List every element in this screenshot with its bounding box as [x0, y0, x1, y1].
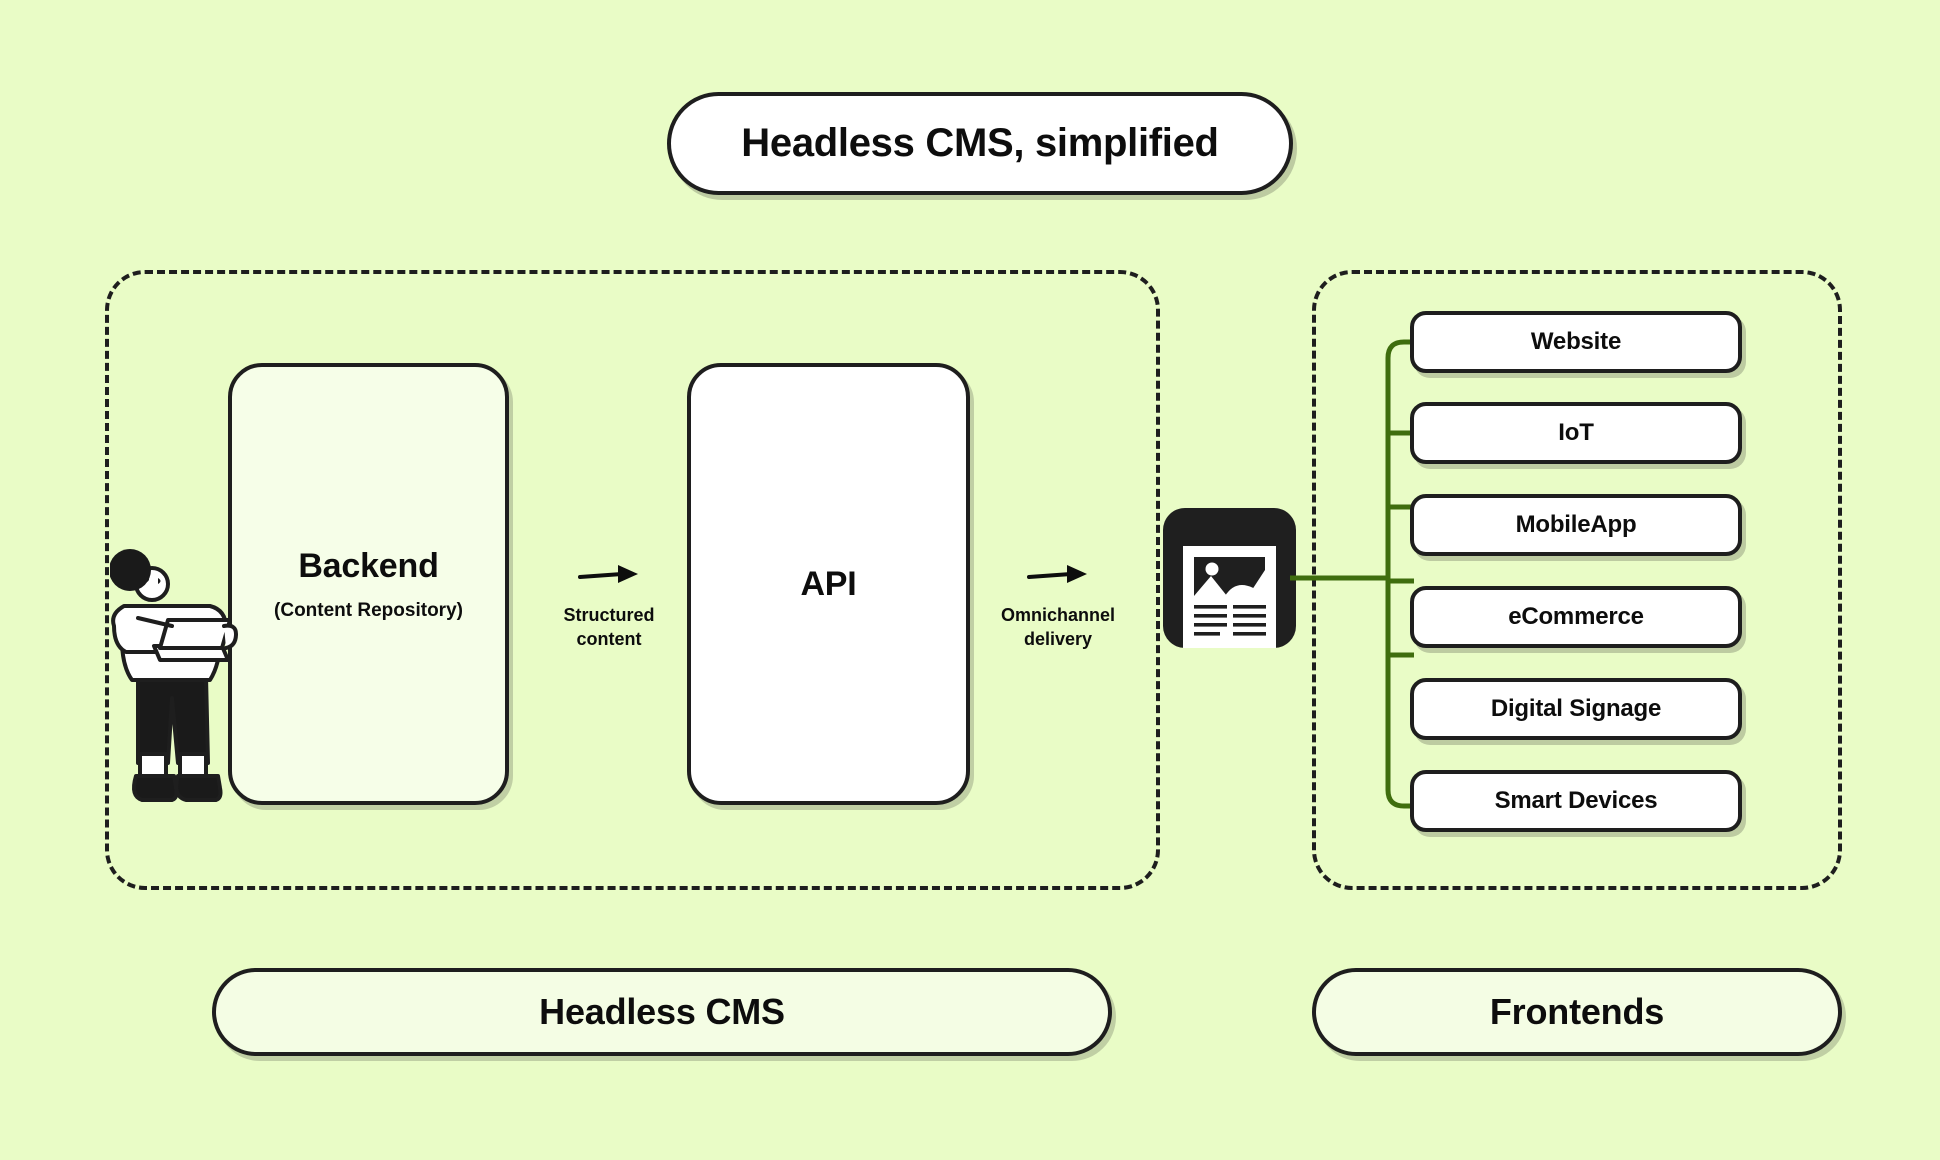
flow-omnichannel-delivery: Omnichannel delivery — [968, 563, 1148, 652]
backend-card-subtitle: (Content Repository) — [274, 599, 463, 621]
flow-structured-content: Structured content — [534, 563, 684, 652]
frontend-item-label: eCommerce — [1508, 603, 1644, 630]
frontends-caption: Frontends — [1312, 968, 1842, 1056]
frontend-item-label: Digital Signage — [1490, 695, 1662, 722]
frontend-item-mobileapp[interactable]: MobileApp — [1410, 494, 1742, 556]
flow-label-line1: Structured — [563, 605, 655, 625]
flow-omnichannel-delivery-label: Omnichannel delivery — [1001, 603, 1115, 652]
frontends-caption-text: Frontends — [1489, 991, 1665, 1032]
api-card: API — [687, 363, 970, 805]
frontend-item-ecommerce[interactable]: eCommerce — [1410, 586, 1742, 648]
api-card-title: API — [800, 564, 857, 603]
arrow-right-icon — [578, 565, 638, 583]
frontends-connector-tree — [1290, 339, 1414, 809]
frontend-item-digital-signage[interactable]: Digital Signage — [1410, 678, 1742, 740]
flow-structured-content-label: Structured content — [563, 603, 654, 652]
flow-label-line1: Omnichannel — [1000, 605, 1116, 625]
frontend-item-iot[interactable]: IoT — [1410, 402, 1742, 464]
frontend-item-label: MobileApp — [1515, 511, 1637, 538]
frontend-item-website[interactable]: Website — [1410, 311, 1742, 373]
headless-cms-group-box — [105, 270, 1160, 890]
article-page-icon — [1163, 508, 1296, 648]
headless-cms-caption-text: Headless CMS — [539, 991, 785, 1032]
diagram-title-text: Headless CMS, simplified — [741, 121, 1219, 165]
backend-card: Backend (Content Repository) — [228, 363, 509, 805]
arrow-right-icon — [1027, 565, 1087, 583]
frontend-item-label: Smart Devices — [1494, 787, 1658, 814]
headless-cms-caption: Headless CMS — [212, 968, 1112, 1056]
frontend-item-label: Website — [1530, 328, 1622, 355]
flow-label-line2: delivery — [1023, 629, 1093, 650]
person-with-laptop-illustration — [109, 548, 245, 810]
flow-label-line2: content — [576, 629, 642, 650]
backend-card-title: Backend — [298, 546, 439, 585]
frontend-item-smart-devices[interactable]: Smart Devices — [1410, 770, 1742, 832]
frontend-item-label: IoT — [1558, 419, 1594, 446]
diagram-title: Headless CMS, simplified — [667, 92, 1293, 195]
